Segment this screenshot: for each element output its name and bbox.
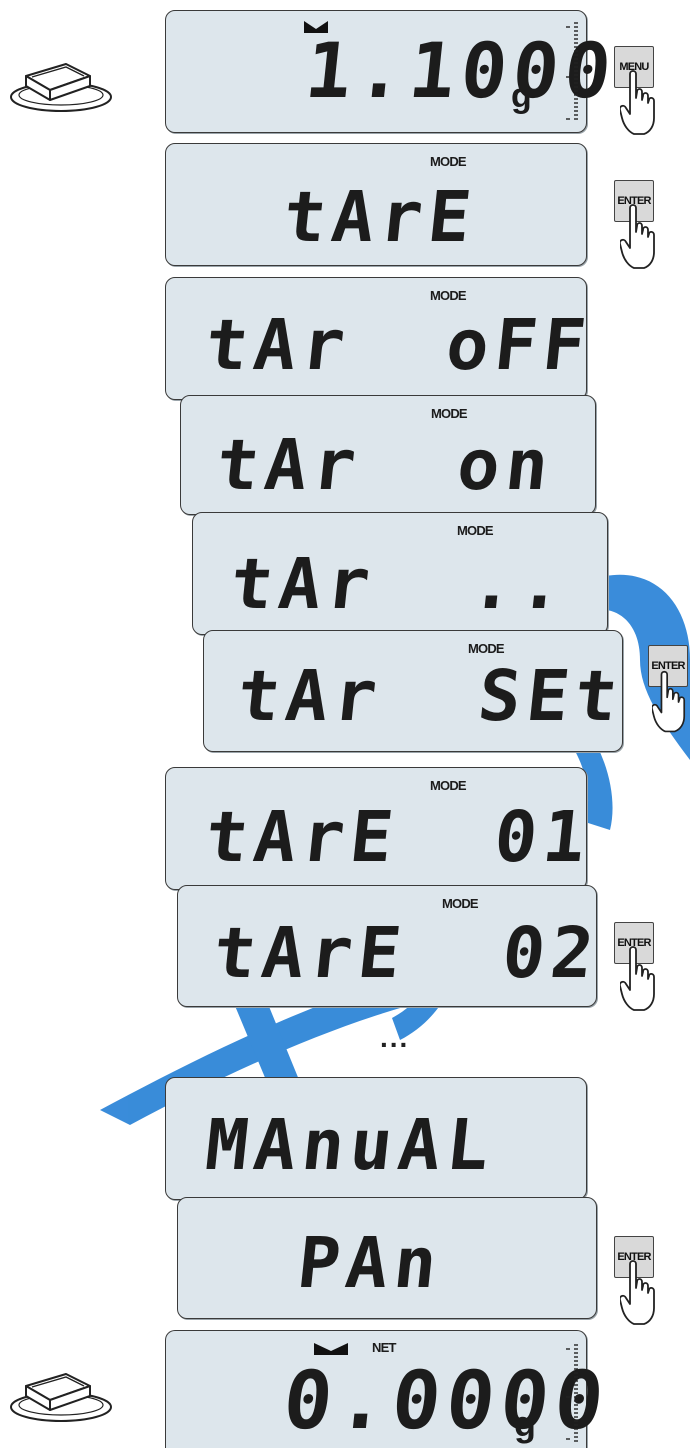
lcd-display-tare-dots: MODE tAr .. [192, 512, 608, 635]
lcd-digits: tAr .. [227, 549, 571, 619]
lcd-display-tare-set: MODE tAr SEt [203, 630, 623, 752]
pointing-hand-icon [620, 1260, 658, 1328]
stability-indicator-icon [314, 1343, 348, 1355]
pointing-hand-icon [620, 70, 658, 138]
mode-label: MODE [431, 406, 467, 421]
bargraph-icon [564, 1341, 580, 1445]
lcd-digits: tAr SEt [234, 661, 627, 731]
lcd-display-initial-mass: 1.1000 g [165, 10, 587, 133]
bargraph-icon [564, 19, 580, 125]
unit-label: g [511, 77, 532, 116]
lcd-display-tare-01: MODE tArE 01 [165, 767, 587, 890]
mode-label: MODE [442, 896, 478, 911]
mode-label: MODE [457, 523, 493, 538]
lcd-display-tare-menu: MODE tArE [165, 143, 587, 266]
net-label: NET [372, 1340, 396, 1355]
weighing-pan-icon [8, 62, 114, 114]
stability-indicator-icon [304, 21, 328, 33]
continuation-ellipsis: ... [380, 1022, 409, 1054]
lcd-display-tare-off: MODE tAr oFF [165, 277, 587, 400]
mode-label: MODE [430, 778, 466, 793]
mode-label: MODE [430, 154, 466, 169]
weighing-pan-icon [8, 1372, 114, 1424]
pointing-hand-icon [620, 204, 658, 272]
mode-label: MODE [468, 641, 504, 656]
lcd-display-tare-on: MODE tAr on [180, 395, 596, 515]
lcd-digits: tArE 02 [210, 918, 603, 988]
lcd-digits: tArE [280, 182, 480, 252]
lcd-digits: MAnuAL [202, 1110, 498, 1180]
lcd-display-pan: PAn [177, 1197, 597, 1319]
pointing-hand-icon [652, 670, 688, 736]
lcd-digits: tArE 01 [202, 802, 595, 872]
lcd-digits: tAr oFF [202, 310, 595, 380]
pointing-hand-icon [620, 946, 658, 1014]
lcd-display-net-zero: NET 0.0000 g [165, 1330, 587, 1448]
lcd-digits: tAr on [213, 430, 557, 500]
mode-label: MODE [430, 288, 466, 303]
lcd-display-tare-02: MODE tArE 02 [177, 885, 597, 1007]
lcd-digits: PAn [294, 1228, 446, 1298]
unit-label: g [514, 1403, 536, 1445]
lcd-display-manual: MAnuAL [165, 1077, 587, 1200]
